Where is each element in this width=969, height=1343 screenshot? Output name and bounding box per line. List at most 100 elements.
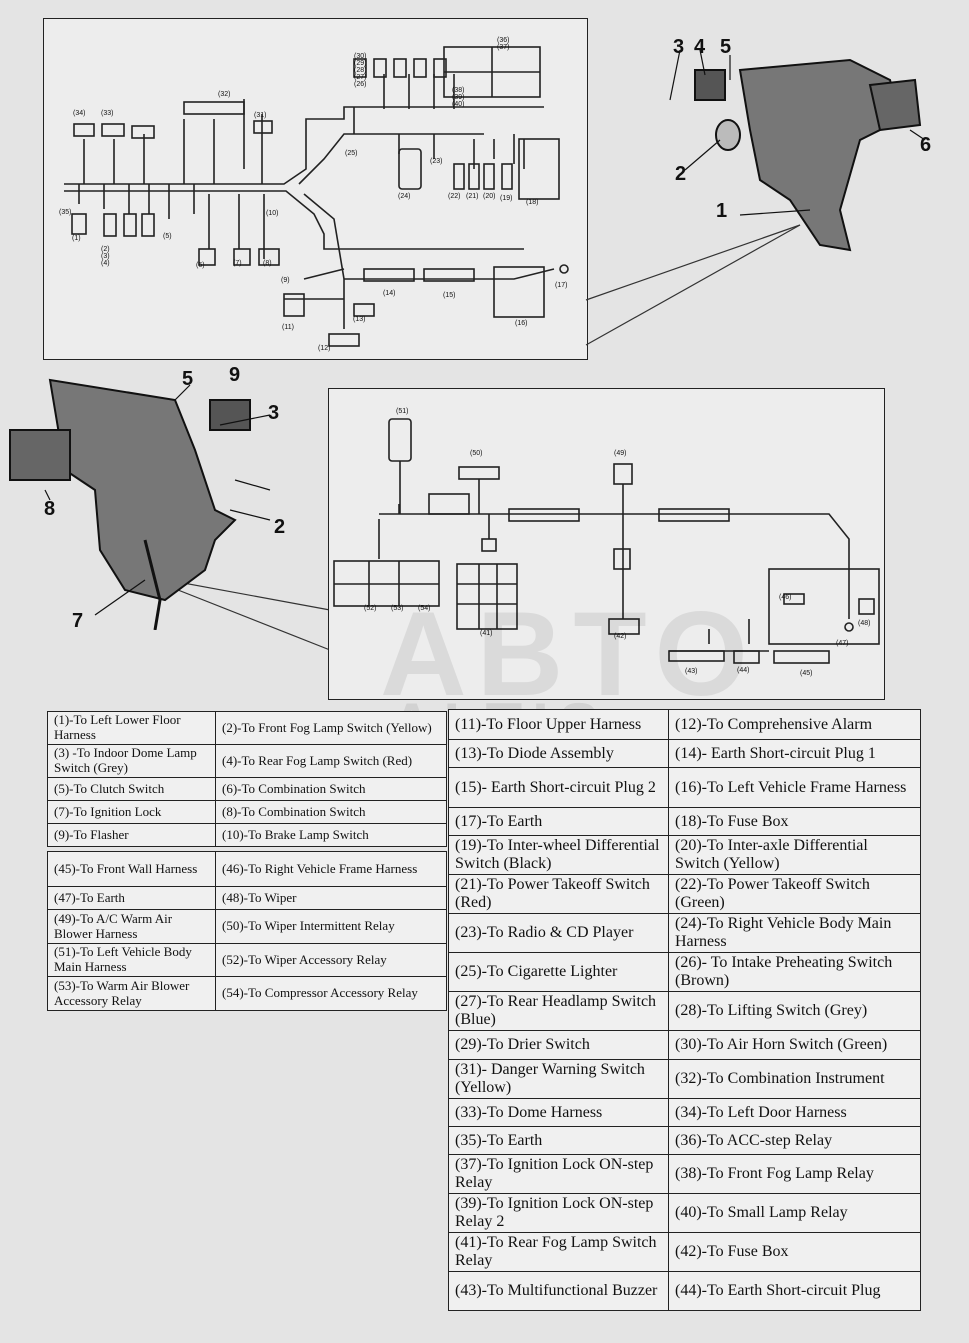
table-row: (3) -To Indoor Dome Lamp Switch (Grey) (… — [47, 744, 447, 778]
table-row: (27)-To Rear Headlamp Switch (Blue) (28)… — [448, 991, 921, 1031]
connector-label: (51) — [396, 408, 409, 415]
legend-cell: (20)-To Inter-axle Differential Switch (… — [668, 835, 921, 875]
legend-cell: (1)-To Left Lower Floor Harness — [47, 711, 216, 745]
top-harness-drawing — [64, 46, 569, 347]
connector-label: (30)(29)(28)(27)(26) — [354, 53, 367, 88]
connector-label: (36)(37) — [497, 37, 510, 51]
legend-cell: (17)-To Earth — [448, 807, 669, 836]
connector-label: (16) — [515, 320, 528, 327]
legend-cell: (39)-To Ignition Lock ON-step Relay 2 — [448, 1193, 669, 1233]
legend-cell: (40)-To Small Lamp Relay — [668, 1193, 921, 1233]
connector-label: (14) — [383, 290, 396, 297]
connector-label: (49) — [614, 450, 627, 457]
connector-label: (47) — [836, 640, 849, 647]
legend-cell: (50)-To Wiper Intermittent Relay — [215, 909, 447, 944]
connector-label: (21) — [466, 193, 479, 200]
legend-cell: (35)-To Earth — [448, 1126, 669, 1155]
cab-drawing-right — [669, 49, 926, 252]
connector-label: (10) — [266, 210, 279, 217]
legend-cell: (12)-To Comprehensive Alarm — [668, 709, 921, 740]
legend-cell: (26)- To Intake Preheating Switch (Brown… — [668, 952, 921, 992]
connector-label: (24) — [398, 193, 411, 200]
table-row: (17)-To Earth (18)-To Fuse Box — [448, 807, 921, 836]
callout-1-top: 1 — [716, 200, 728, 222]
legend-cell: (21)-To Power Takeoff Switch (Red) — [448, 874, 669, 914]
legend-cell: (3) -To Indoor Dome Lamp Switch (Grey) — [47, 744, 216, 778]
table-row: (5)-To Clutch Switch (6)-To Combination … — [47, 777, 447, 801]
table-row: (47)-To Earth (48)-To Wiper — [47, 886, 447, 910]
legend-cell: (45)-To Front Wall Harness — [47, 851, 216, 887]
connector-label: (46) — [779, 594, 792, 601]
legend-cell: (6)-To Combination Switch — [215, 777, 447, 801]
connector-label: (22) — [448, 193, 461, 200]
legend-cell: (34)-To Left Door Harness — [668, 1098, 921, 1127]
table-row: (41)-To Rear Fog Lamp Switch Relay (42)-… — [448, 1232, 921, 1272]
legend-cell: (52)-To Wiper Accessory Relay — [215, 943, 447, 977]
connector-label: (7) — [233, 260, 242, 267]
legend-cell: (10)-To Brake Lamp Switch — [215, 823, 447, 847]
legend-cell: (15)- Earth Short-circuit Plug 2 — [448, 767, 669, 808]
callout-8-left: 8 — [44, 498, 56, 520]
table-row: (9)-To Flasher (10)-To Brake Lamp Switch — [47, 823, 447, 847]
legend-table-left-top: (1)-To Left Lower Floor Harness (2)-To F… — [47, 711, 447, 847]
top-harness-diagram — [43, 18, 588, 360]
table-row: (7)-To Ignition Lock (8)-To Combination … — [47, 800, 447, 824]
legend-cell: (23)-To Radio & CD Player — [448, 913, 669, 953]
legend-cell: (44)-To Earth Short-circuit Plug — [668, 1271, 921, 1311]
table-row: (35)-To Earth (36)-To ACC-step Relay — [448, 1126, 921, 1155]
table-row: (15)- Earth Short-circuit Plug 2 (16)-To… — [448, 767, 921, 808]
legend-cell: (53)-To Warm Air Blower Accessory Relay — [47, 976, 216, 1011]
connector-label: (5) — [163, 233, 172, 240]
connector-label: (18) — [526, 199, 539, 206]
legend-cell: (2)-To Front Fog Lamp Switch (Yellow) — [215, 711, 447, 745]
legend-cell: (8)-To Combination Switch — [215, 800, 447, 824]
connector-label: (8) — [263, 260, 272, 267]
table-row: (39)-To Ignition Lock ON-step Relay 2 (4… — [448, 1193, 921, 1233]
connector-label: (54) — [418, 605, 431, 612]
legend-cell: (19)-To Inter-wheel Differential Switch … — [448, 835, 669, 875]
legend-cell: (18)-To Fuse Box — [668, 807, 921, 836]
table-row: (19)-To Inter-wheel Differential Switch … — [448, 835, 921, 875]
table-row: (29)-To Drier Switch (30)-To Air Horn Sw… — [448, 1030, 921, 1060]
connector-label: (12) — [318, 345, 331, 352]
connector-label: (25) — [345, 150, 358, 157]
legend-table-left-bottom: (45)-To Front Wall Harness (46)-To Right… — [47, 851, 447, 1011]
legend-cell: (31)- Danger Warning Switch (Yellow) — [448, 1059, 669, 1099]
connector-label: (32) — [218, 91, 231, 98]
callout-9-left: 9 — [229, 364, 241, 386]
table-row: (49)-To A/C Warm Air Blower Harness (50)… — [47, 909, 447, 944]
legend-cell: (42)-To Fuse Box — [668, 1232, 921, 1272]
legend-cell: (5)-To Clutch Switch — [47, 777, 216, 801]
legend-cell: (51)-To Left Vehicle Body Main Harness — [47, 943, 216, 977]
connector-label: (38)(39)(40) — [452, 87, 465, 108]
connector-label: (23) — [430, 158, 443, 165]
legend-cell: (14)- Earth Short-circuit Plug 1 — [668, 739, 921, 768]
connector-label: (2)(3)(4) — [101, 246, 110, 267]
callout-2-top: 2 — [675, 163, 687, 185]
table-row: (51)-To Left Vehicle Body Main Harness (… — [47, 943, 447, 977]
bottom-harness-diagram — [328, 388, 885, 700]
connector-label: (41) — [480, 630, 493, 637]
connector-label: (33) — [101, 110, 114, 117]
legend-cell: (29)-To Drier Switch — [448, 1030, 669, 1060]
callout-6-top: 6 — [920, 134, 932, 156]
legend-cell: (48)-To Wiper — [215, 886, 447, 910]
legend-cell: (38)-To Front Fog Lamp Relay — [668, 1154, 921, 1194]
legend-cell: (41)-To Rear Fog Lamp Switch Relay — [448, 1232, 669, 1272]
callout-7-left: 7 — [72, 610, 84, 632]
callout-2-left: 2 — [274, 516, 286, 538]
table-row: (13)-To Diode Assembly (14)- Earth Short… — [448, 739, 921, 768]
connector-label: (45) — [800, 670, 813, 677]
table-row: (45)-To Front Wall Harness (46)-To Right… — [47, 851, 447, 887]
connector-label: (31) — [254, 112, 267, 119]
connector-label: (42) — [614, 633, 627, 640]
connector-label: (6) — [196, 262, 205, 269]
legend-cell: (28)-To Lifting Switch (Grey) — [668, 991, 921, 1031]
legend-cell: (47)-To Earth — [47, 886, 216, 910]
legend-cell: (46)-To Right Vehicle Frame Harness — [215, 851, 447, 887]
table-row: (1)-To Left Lower Floor Harness (2)-To F… — [47, 711, 447, 745]
table-row: (25)-To Cigarette Lighter (26)- To Intak… — [448, 952, 921, 992]
callout-5-left: 5 — [182, 368, 194, 390]
connector-label: (35) — [59, 209, 72, 216]
legend-cell: (24)-To Right Vehicle Body Main Harness — [668, 913, 921, 953]
